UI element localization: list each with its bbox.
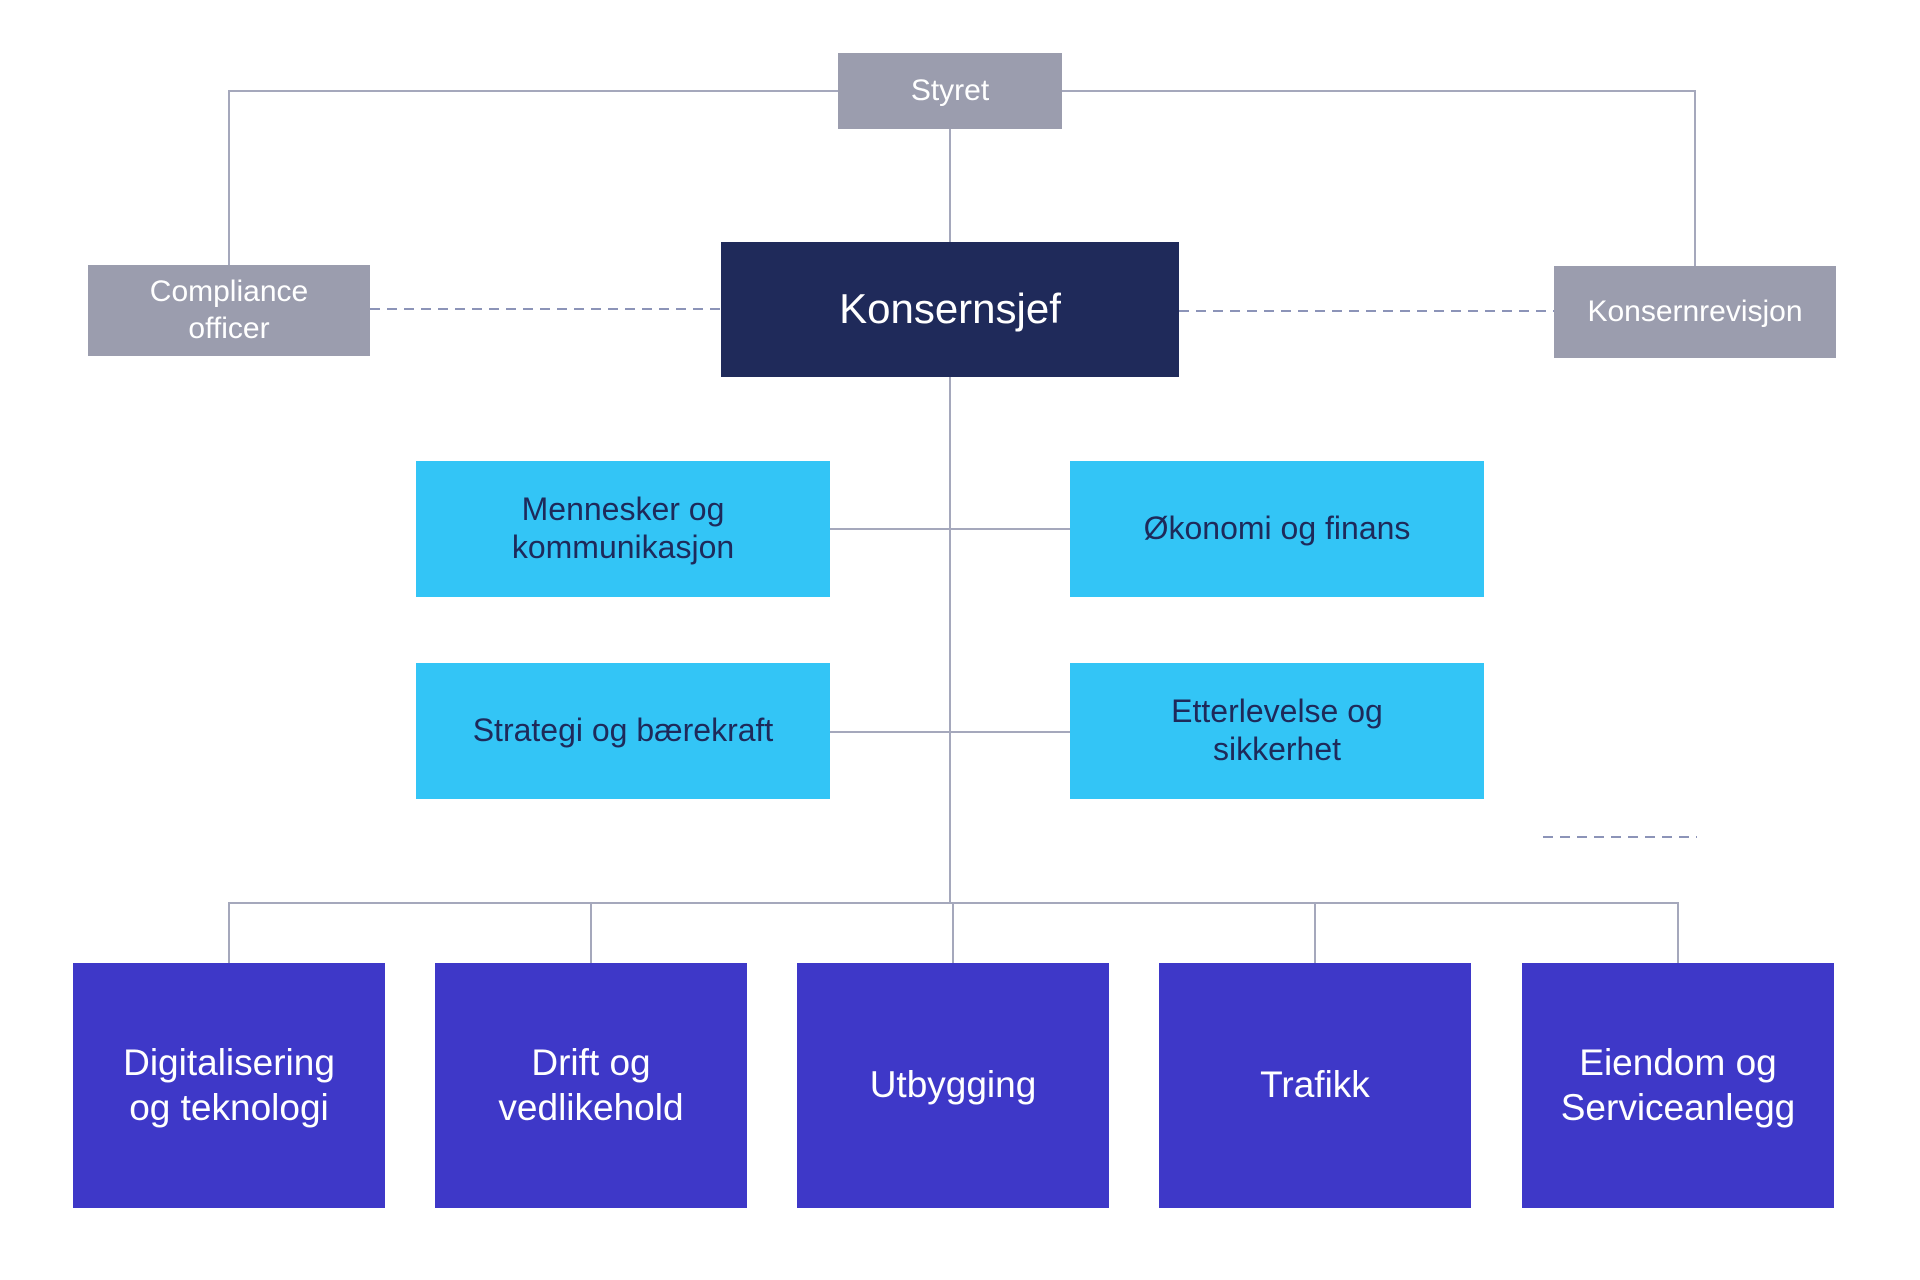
node-mennesker-og-kommunikasjon: Mennesker og kommunikasjon [416, 461, 830, 597]
connector-stub-digitalisering [228, 902, 230, 963]
node-compliance-officer-label: Compliance officer [149, 274, 309, 345]
node-drift-label: Drift og vedlikehold [498, 1042, 684, 1128]
node-konsernsjef: Konsernsjef [721, 242, 1179, 377]
node-eiendom-og-serviceanlegg: Eiendom og Serviceanlegg [1522, 963, 1834, 1208]
connector-board-to-compliance-horizontal [229, 90, 838, 92]
node-styret: Styret [838, 53, 1062, 129]
node-utbygging: Utbygging [797, 963, 1109, 1208]
node-okonomi-label: Økonomi og finans [1143, 510, 1411, 547]
node-strategi-og-baerekraft: Strategi og bærekraft [416, 663, 830, 799]
node-etterlevelse-label: Etterlevelse og sikkerhet [1171, 693, 1383, 767]
dashed-connector-konsernsjef-to-konsernrevisjon [1179, 310, 1554, 312]
connector-strategi-to-trunk [830, 731, 950, 733]
node-digitalisering-og-teknologi: Digitalisering og teknologi [73, 963, 385, 1208]
connector-etterlevelse-to-trunk [950, 731, 1070, 733]
node-mennesker-label: Mennesker og kommunikasjon [511, 491, 735, 565]
node-konsernsjef-label: Konsernsjef [839, 285, 1061, 333]
node-trafikk-label: Trafikk [1260, 1064, 1370, 1106]
node-drift-og-vedlikehold: Drift og vedlikehold [435, 963, 747, 1208]
connector-compliance-drop [228, 90, 230, 265]
connector-mennesker-to-trunk [830, 528, 950, 530]
connector-ceo-trunk [949, 377, 951, 904]
connector-styret-to-konsernsjef [949, 129, 951, 242]
node-konsernrevisjon-label: Konsernrevisjon [1587, 294, 1803, 328]
connector-stub-utbygging [952, 902, 954, 963]
connector-stub-eiendom [1677, 902, 1679, 963]
dashed-connector-compliance-to-konsernsjef [370, 308, 721, 310]
connector-board-to-konsernrevisjon-horizontal [1062, 90, 1696, 92]
connector-stub-trafikk [1314, 902, 1316, 963]
node-digitalisering-label: Digitalisering og teknologi [123, 1042, 335, 1128]
connector-okonomi-to-trunk [950, 528, 1070, 530]
dashed-segment-right [1543, 836, 1697, 838]
node-okonomi-og-finans: Økonomi og finans [1070, 461, 1484, 597]
node-styret-label: Styret [910, 73, 990, 107]
node-strategi-label: Strategi og bærekraft [472, 712, 774, 749]
node-etterlevelse-og-sikkerhet: Etterlevelse og sikkerhet [1070, 663, 1484, 799]
connector-division-bus [229, 902, 1679, 904]
node-eiendom-label: Eiendom og Serviceanlegg [1560, 1042, 1796, 1128]
node-compliance-officer: Compliance officer [88, 265, 370, 356]
connector-konsernrevisjon-drop [1694, 90, 1696, 266]
connector-stub-drift [590, 902, 592, 963]
node-utbygging-label: Utbygging [869, 1064, 1037, 1106]
node-konsernrevisjon: Konsernrevisjon [1554, 266, 1836, 358]
node-trafikk: Trafikk [1159, 963, 1471, 1208]
